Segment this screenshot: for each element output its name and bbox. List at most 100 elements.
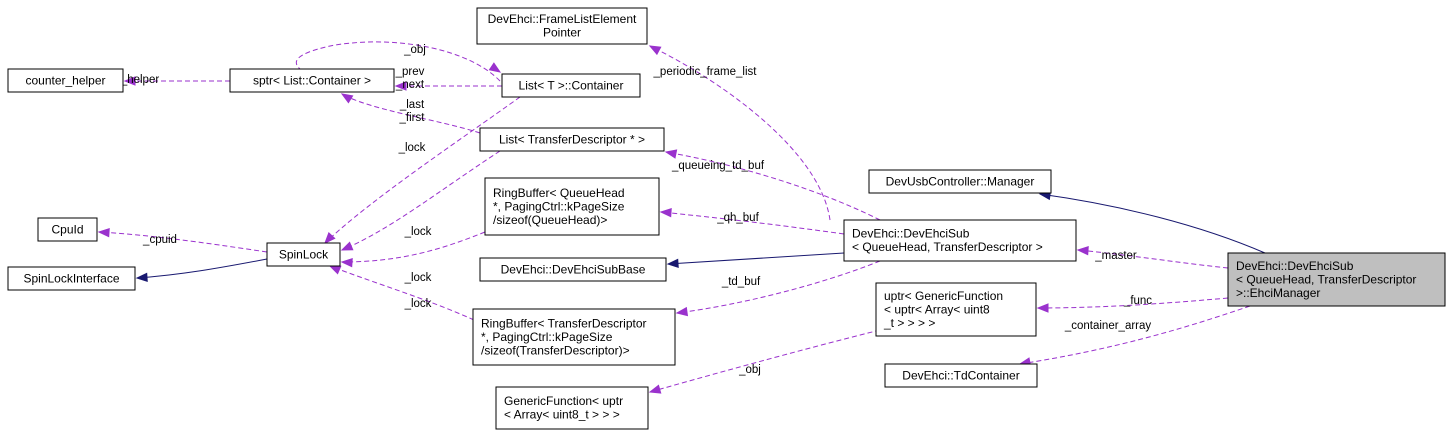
- edge-lock-list: _lock: [340, 150, 501, 251]
- edge-layer: _helper_obj_prev_next_last_first_lock_lo…: [97, 41, 1266, 394]
- node-label: DevUsbController::Manager: [886, 174, 1035, 188]
- edge-line: [1039, 193, 1266, 254]
- node-td-container[interactable]: DevEhci::TdContainer: [884, 363, 1038, 388]
- edge-line: [676, 260, 881, 314]
- edge-lock-rbqh: _lock: [340, 231, 486, 284]
- node-label: RingBuffer< TransferDescriptor: [481, 316, 647, 330]
- node-list-td[interactable]: List< TransferDescriptor * >: [479, 127, 665, 152]
- node-label: counter_helper: [25, 73, 105, 87]
- node-label: RingBuffer< QueueHead: [493, 186, 625, 200]
- arrowhead: [394, 81, 407, 91]
- edge-line: [136, 258, 268, 279]
- edge-subbase: [666, 252, 845, 269]
- edge-line: [1019, 305, 1251, 365]
- edge-prev-next: _prev_next: [395, 66, 502, 91]
- node-generic-function[interactable]: GenericFunction< uptr < Array< uint8_t >…: [495, 386, 649, 430]
- arrowhead: [666, 258, 679, 269]
- edge-line: [98, 231, 268, 253]
- edge-line: [341, 231, 486, 263]
- node-label: DevEhci::TdContainer: [902, 368, 1019, 382]
- node-ringbuf-qh[interactable]: RingBuffer< QueueHead *, PagingCtrl::kPa…: [484, 177, 660, 236]
- edge-spinlock-iface: [135, 258, 268, 283]
- node-box: [884, 363, 1038, 388]
- edge-line: [1037, 297, 1229, 309]
- node-ehci-sub[interactable]: DevEhci::DevEhciSub< QueueHead, Transfer…: [843, 219, 1077, 262]
- arrowhead: [340, 257, 353, 268]
- edge-line: [665, 151, 881, 221]
- edge-line: [341, 93, 481, 134]
- edge-obj-bottom: _obj: [648, 329, 881, 394]
- node-spinlock-interface[interactable]: SpinLockInterface: [7, 266, 136, 291]
- arrowhead: [675, 306, 689, 317]
- edge-label: _cpuid: [142, 234, 177, 246]
- node-spinlock[interactable]: SpinLock: [266, 242, 341, 267]
- node-box: [7, 68, 124, 93]
- edge-td-buf: _td_buf: [675, 260, 881, 317]
- edge-master: _master: [1076, 245, 1229, 269]
- node-label: uptr< GenericFunction: [884, 289, 1003, 303]
- edge-label: _lock: [398, 142, 426, 154]
- edge-line: [660, 211, 845, 235]
- arrowhead: [664, 149, 678, 159]
- edge-line: [329, 265, 475, 321]
- node-label: < uptr< Array< uint8: [884, 302, 990, 316]
- node-box: [484, 177, 660, 236]
- node-label: DevEhci::DevEhciSubBase: [501, 262, 646, 276]
- node-label: *, PagingCtrl::kPageSize: [481, 330, 613, 344]
- node-sptr-container[interactable]: sptr< List::Container >: [229, 68, 395, 93]
- edge-lock-container: _lock: [324, 96, 521, 244]
- edge-helper: _helper: [120, 74, 230, 86]
- node-label: SpinLock: [279, 247, 329, 261]
- edge-label: _lock: [404, 298, 432, 310]
- node-box: [843, 219, 1077, 262]
- node-ehci-sub-base[interactable]: DevEhci::DevEhciSubBase: [479, 257, 667, 282]
- node-box: [37, 217, 98, 242]
- arrowhead: [1076, 245, 1089, 256]
- node-list-container[interactable]: List< T >::Container: [501, 73, 641, 98]
- edge-line: [1077, 249, 1229, 269]
- arrowhead: [648, 384, 662, 394]
- node-cpuid[interactable]: CpuId: [37, 217, 98, 242]
- node-box: [1227, 252, 1446, 307]
- node-label: < Array< uint8_t > > >: [504, 408, 620, 422]
- edge-line: [295, 41, 501, 82]
- node-ringbuf-td[interactable]: RingBuffer< TransferDescriptor *, Paging…: [472, 308, 676, 366]
- node-box: [868, 169, 1052, 194]
- arrowhead: [324, 232, 336, 244]
- edge-cpuid: _cpuid: [97, 227, 268, 253]
- arrowhead: [328, 265, 342, 275]
- node-label: *, PagingCtrl::kPageSize: [493, 199, 625, 213]
- node-label: GenericFunction< uptr: [504, 394, 623, 408]
- edge-label: _prev: [395, 66, 425, 78]
- node-box: [7, 266, 136, 291]
- edge-line: [649, 45, 831, 221]
- edge-line: [667, 252, 845, 265]
- node-label: List< T >::Container: [519, 78, 624, 92]
- node-box: [229, 68, 395, 93]
- arrowhead: [648, 45, 662, 56]
- edge-label: _last: [399, 99, 425, 111]
- node-uptr-func[interactable]: uptr< GenericFunction < uptr< Array< uin…: [875, 282, 1037, 337]
- node-ehci-manager[interactable]: DevEhci::DevEhciSub< QueueHead, Transfer…: [1227, 252, 1446, 307]
- node-usb-manager[interactable]: DevUsbController::Manager: [868, 169, 1052, 194]
- edge-qh-buf: _qh_buf: [659, 207, 845, 235]
- edge-last-first: _last_first: [340, 93, 481, 134]
- node-box: [479, 127, 665, 152]
- edge-periodic: _periodic_frame_list: [648, 45, 831, 221]
- edge-label: _next: [395, 79, 425, 91]
- edge-label: _lock: [404, 272, 432, 284]
- edge-label: _obj: [403, 44, 426, 56]
- node-label: sptr< List::Container >: [253, 73, 371, 87]
- arrowhead: [135, 272, 148, 283]
- edge-label: _lock: [404, 226, 432, 238]
- edge-line: [341, 150, 501, 251]
- edge-label: _queueing_td_buf: [671, 160, 765, 172]
- arrowhead: [1036, 303, 1049, 313]
- edge-queueing: _queueing_td_buf: [664, 149, 881, 221]
- node-counter-helper[interactable]: counter_helper: [7, 68, 124, 93]
- edge-label: _obj: [738, 364, 761, 376]
- edge-label: _func: [1123, 295, 1152, 307]
- arrowhead: [659, 207, 672, 218]
